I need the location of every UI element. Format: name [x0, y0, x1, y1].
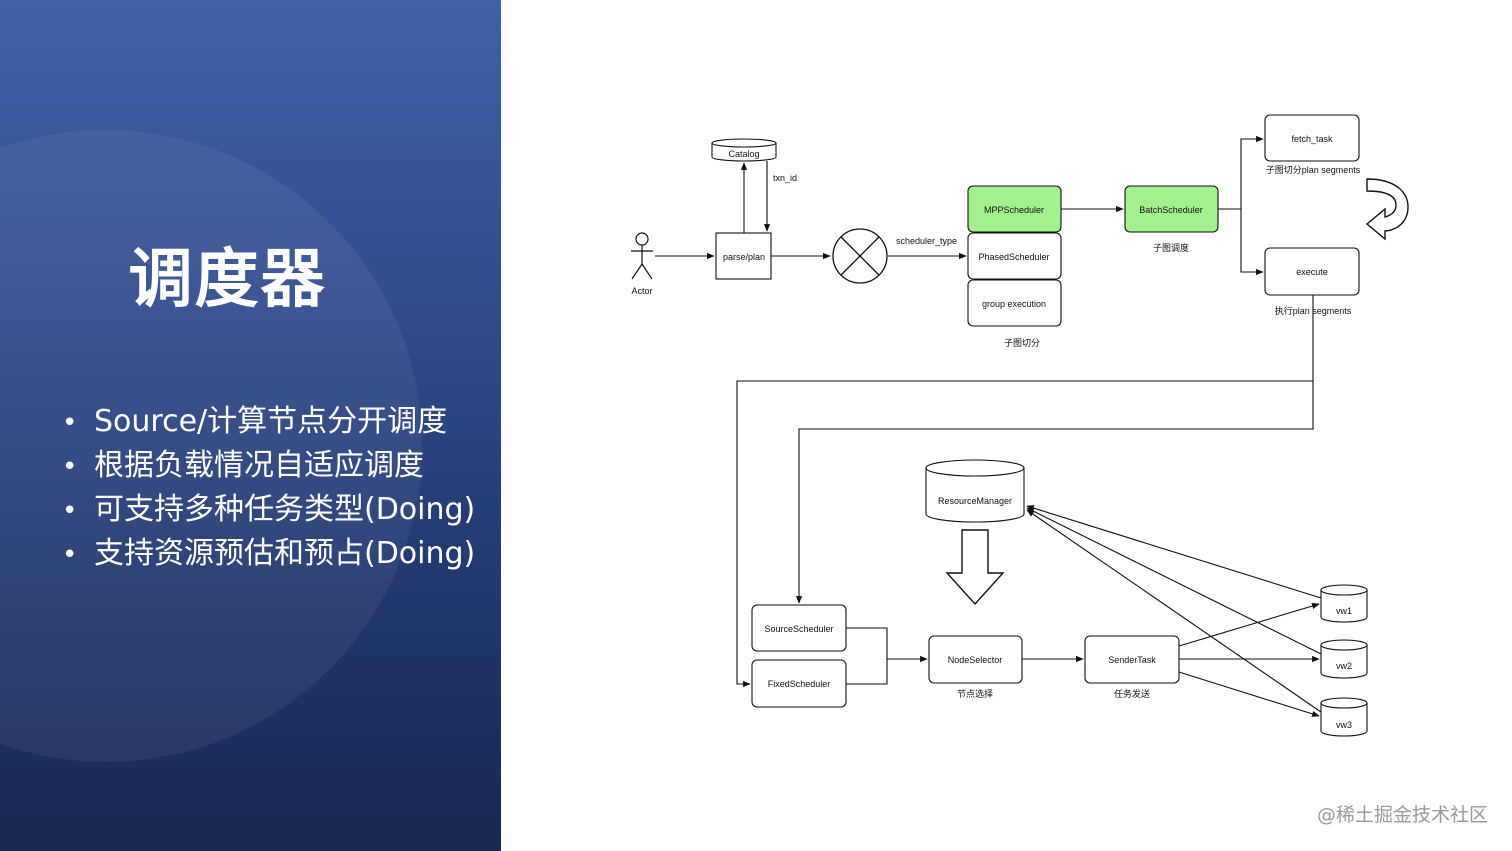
edge-sender-to-vw3: [1178, 671, 1320, 717]
group-execution-label: group execution: [982, 299, 1046, 309]
watermark: @稀土掘金技术社区: [1316, 804, 1488, 826]
exclusive-gateway-icon: [832, 228, 888, 284]
group-execution-box: [967, 279, 1062, 327]
edge-source-merge: [846, 627, 888, 685]
bullet-text: Source/计算节点分开调度: [94, 404, 448, 439]
fetch-task-caption: 子图切分plan segments: [1266, 165, 1361, 175]
edge-vw3-to-rm: [1026, 509, 1322, 713]
edge-batch-to-execute: [1240, 209, 1264, 276]
fixed-scheduler-label: FixedScheduler: [768, 679, 831, 689]
execute-box: [1264, 247, 1360, 296]
parse-plan-label: parse/plan: [723, 252, 765, 262]
actor-icon: [631, 232, 653, 280]
execute-label: execute: [1296, 267, 1328, 277]
subgraph-split-caption: 子图切分: [1004, 338, 1040, 348]
sender-task-label: SenderTask: [1108, 655, 1156, 665]
edge-vw1-to-rm: [1026, 505, 1322, 599]
bullet-dot-icon: •: [62, 408, 78, 438]
txn-id-label: txn_id: [773, 173, 797, 183]
edge-execute-to-source: [795, 381, 1314, 604]
phased-scheduler-box: [967, 232, 1062, 280]
edge-execute-to-fixed: [736, 295, 1314, 688]
edge-vw2-to-rm: [1026, 507, 1322, 655]
left-panel: 调度器 • Source/计算节点分开调度 • 根据负载情况自适应调度 • 可支持多种…: [0, 0, 501, 851]
parse-plan-box: [715, 232, 772, 280]
big-down-arrow-icon: [945, 529, 1005, 606]
catalog-label: Catalog: [728, 149, 759, 159]
phased-scheduler-label: PhasedScheduler: [978, 252, 1049, 262]
node-selector-label: NodeSelector: [948, 655, 1003, 665]
vw1-cylinder: [1320, 584, 1368, 623]
bullet-text: 支持资源预估和预占(Doing): [94, 536, 476, 571]
source-scheduler-label: SourceScheduler: [764, 624, 833, 634]
subgraph-schedule-caption: 子图调度: [1153, 242, 1189, 253]
bullet-item: • 支持资源预估和预占(Doing): [62, 532, 475, 576]
vw3-cylinder: [1320, 697, 1368, 737]
catalog-cylinder: [711, 138, 777, 162]
fetch-task-label: fetch_task: [1291, 134, 1333, 144]
vw3-label: vw3: [1336, 720, 1352, 730]
batch-scheduler-label: BatchScheduler: [1139, 205, 1203, 215]
scheduler-type-label: scheduler_type: [896, 236, 957, 246]
vw2-cylinder: [1320, 639, 1368, 679]
sender-caption: 任务发送: [1114, 688, 1150, 699]
loop-arrow-icon: [1365, 178, 1409, 241]
resource-manager-label: ResourceManager: [938, 496, 1012, 506]
vw1-label: vw1: [1336, 606, 1352, 616]
bullet-list: • Source/计算节点分开调度 • 根据负载情况自适应调度 • 可支持多种任务类型…: [62, 400, 475, 576]
slide-title: 调度器: [128, 243, 327, 317]
edge-sender-to-vw1: [1178, 603, 1320, 647]
vw2-label: vw2: [1336, 661, 1352, 671]
node-selector-box: [928, 635, 1023, 684]
bullet-item: • Source/计算节点分开调度: [62, 400, 475, 444]
fetch-task-box: [1264, 114, 1360, 162]
bullet-item: • 可支持多种任务类型(Doing): [62, 488, 475, 532]
bullet-item: • 根据负载情况自适应调度: [62, 444, 475, 488]
node-select-caption: 节点选择: [957, 688, 993, 699]
bullet-dot-icon: •: [62, 540, 78, 570]
bullet-text: 根据负载情况自适应调度: [94, 448, 424, 483]
bullet-text: 可支持多种任务类型(Doing): [94, 492, 476, 527]
edge-batch-to-fetch: [1218, 135, 1264, 210]
scheduler-diagram: Actor Catalog parse/plan txn_id schedule…: [631, 114, 1409, 737]
mpp-scheduler-label: MPPScheduler: [984, 205, 1044, 215]
bullet-dot-icon: •: [62, 452, 78, 482]
resource-manager-cylinder: [925, 459, 1025, 523]
bullet-dot-icon: •: [62, 496, 78, 526]
actor-label: Actor: [631, 286, 652, 296]
